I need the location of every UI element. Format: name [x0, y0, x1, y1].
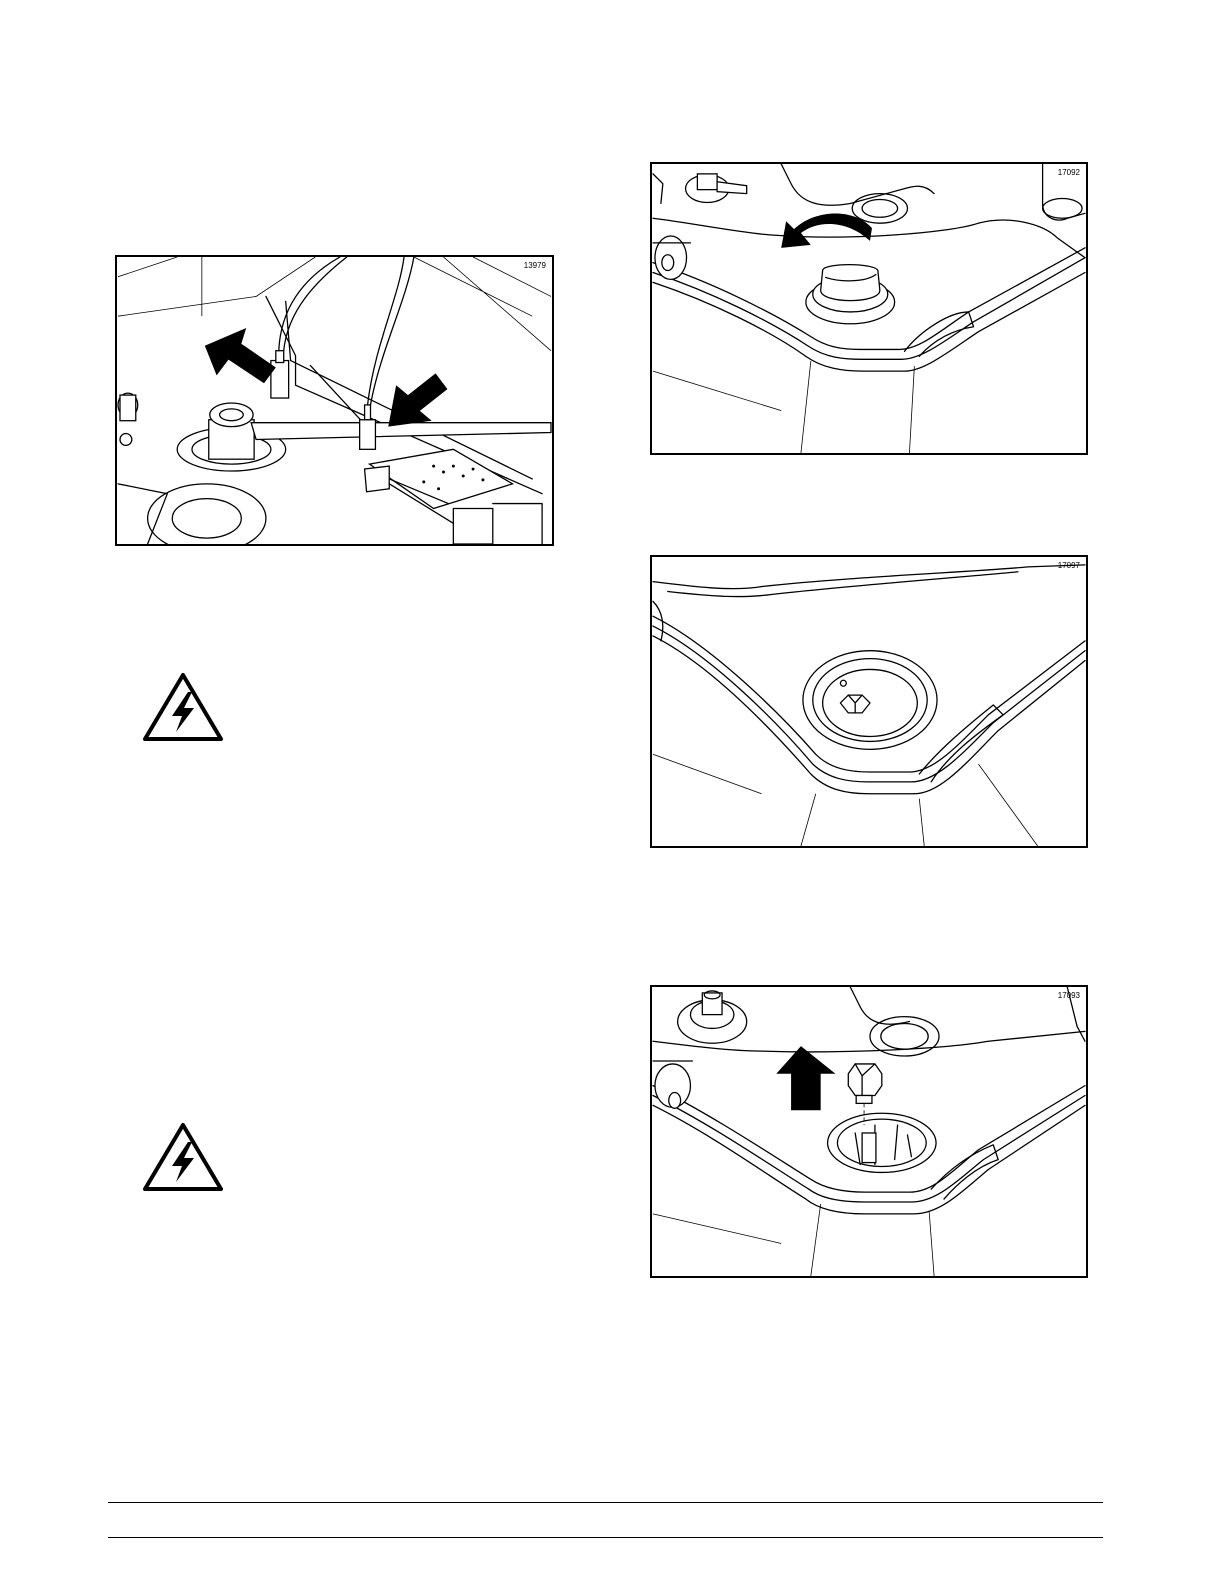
cap-removal-illustration [652, 164, 1086, 453]
sensor-removal-illustration [117, 257, 552, 544]
figure-number: 17092 [1058, 169, 1080, 177]
open-port-illustration [652, 557, 1086, 846]
black-arrow-icon [781, 213, 872, 247]
black-arrow-icon [205, 328, 276, 383]
footer-rule-bottom [108, 1537, 1103, 1538]
electrical-hazard-warning-icon [142, 672, 224, 742]
black-arrow-icon [388, 373, 447, 426]
figure-number: 17093 [1058, 992, 1080, 1000]
bolt-removal-illustration [652, 987, 1086, 1276]
electrical-hazard-warning-icon [142, 1122, 224, 1192]
figure-cap-removal: 17092 [650, 162, 1088, 455]
figure-sensor-removal: 13979 [115, 255, 554, 546]
black-arrow-icon [776, 1046, 835, 1110]
figure-bolt-removal: 17093 [650, 985, 1088, 1278]
footer-rule-top [108, 1502, 1103, 1503]
figure-number: 17097 [1058, 562, 1080, 570]
figure-number: 13979 [524, 262, 546, 270]
figure-open-port: 17097 [650, 555, 1088, 848]
